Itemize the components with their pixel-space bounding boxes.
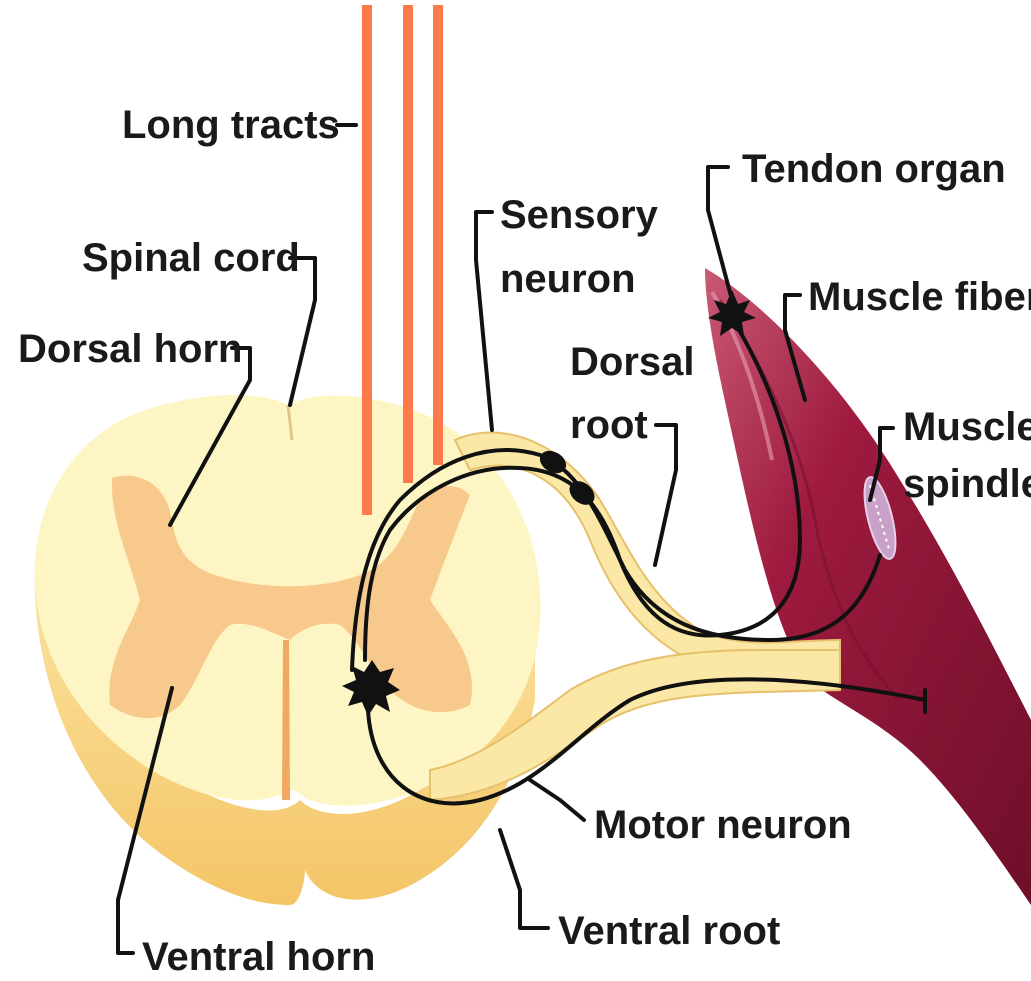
- label-dorsal-root-line2: root: [570, 403, 648, 447]
- label-ventral-root: Ventral root: [558, 909, 780, 953]
- label-sensory-neuron-line1: Sensory: [500, 193, 659, 237]
- label-tendon-organ: Tendon organ: [742, 147, 1006, 191]
- label-dorsal-horn: Dorsal horn: [18, 327, 242, 371]
- long-tract: [403, 5, 413, 483]
- long-tract: [433, 5, 443, 465]
- label-spinal-cord: Spinal cord: [82, 236, 300, 280]
- spinal-cord: [35, 395, 541, 905]
- label-sensory-neuron-line2: neuron: [500, 257, 636, 301]
- leader-dorsal-root: [655, 425, 676, 565]
- label-muscle-spindle-line2: spindle: [903, 462, 1031, 506]
- ventral-fissure: [282, 640, 290, 800]
- long-tract: [362, 5, 372, 515]
- label-long-tracts: Long tracts: [122, 103, 340, 147]
- label-dorsal-root-line1: Dorsal: [570, 340, 695, 384]
- leader-sensory-neuron: [476, 212, 492, 430]
- leader-motor-neuron: [530, 780, 584, 820]
- label-muscle-spindle-line1: Muscle: [903, 405, 1031, 449]
- label-ventral-horn: Ventral horn: [142, 935, 375, 979]
- label-motor-neuron: Motor neuron: [594, 803, 852, 847]
- leader-spinal-cord: [290, 258, 315, 405]
- leader-ventral-root: [500, 830, 548, 928]
- label-muscle-fiber: Muscle fiber: [808, 275, 1031, 319]
